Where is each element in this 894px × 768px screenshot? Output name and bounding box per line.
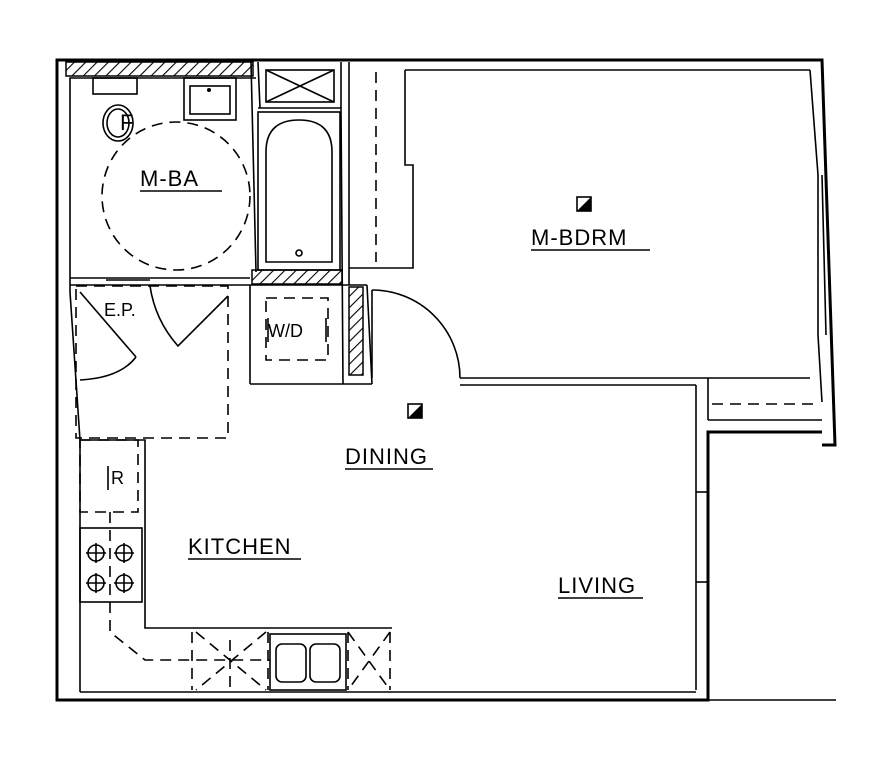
bathtub	[257, 111, 341, 271]
master-bedroom-label: M-BDRM	[531, 225, 627, 250]
kitchen-label: KITCHEN	[188, 534, 292, 559]
living-label: LIVING	[558, 573, 636, 598]
toilet	[92, 77, 138, 142]
refrigerator-label: R	[111, 468, 124, 488]
entry-area	[75, 279, 229, 439]
range	[79, 527, 143, 603]
bedroom-door	[371, 289, 461, 379]
exterior-walls	[55, 58, 837, 702]
washer-dryer-label: W/D	[268, 321, 303, 341]
living-label-group: LIVING	[558, 573, 643, 599]
washer-dryer: W/D	[265, 297, 329, 361]
refrigerator: R	[79, 439, 139, 513]
master-bath-label-group: M-BA	[140, 166, 222, 192]
dining-label-group: DINING	[345, 444, 433, 470]
smoke-detector-bedroom-icon	[576, 196, 592, 212]
smoke-detector-dining-icon	[407, 403, 423, 419]
interior-walls	[70, 61, 822, 693]
kitchen-label-group: KITCHEN	[188, 534, 301, 560]
bathroom-sink	[183, 77, 237, 121]
master-bath-label: M-BA	[140, 166, 199, 191]
hatched-walls	[65, 61, 364, 376]
electrical-panel-label: E.P.	[104, 300, 136, 320]
master-bedroom-label-group: M-BDRM	[531, 225, 650, 251]
dining-label: DINING	[345, 444, 428, 469]
furnace-label: F	[120, 110, 134, 135]
turning-circle	[101, 121, 251, 271]
upper-cabinets	[109, 512, 391, 691]
linen-closet	[265, 69, 335, 103]
kitchen-sink	[269, 633, 347, 691]
